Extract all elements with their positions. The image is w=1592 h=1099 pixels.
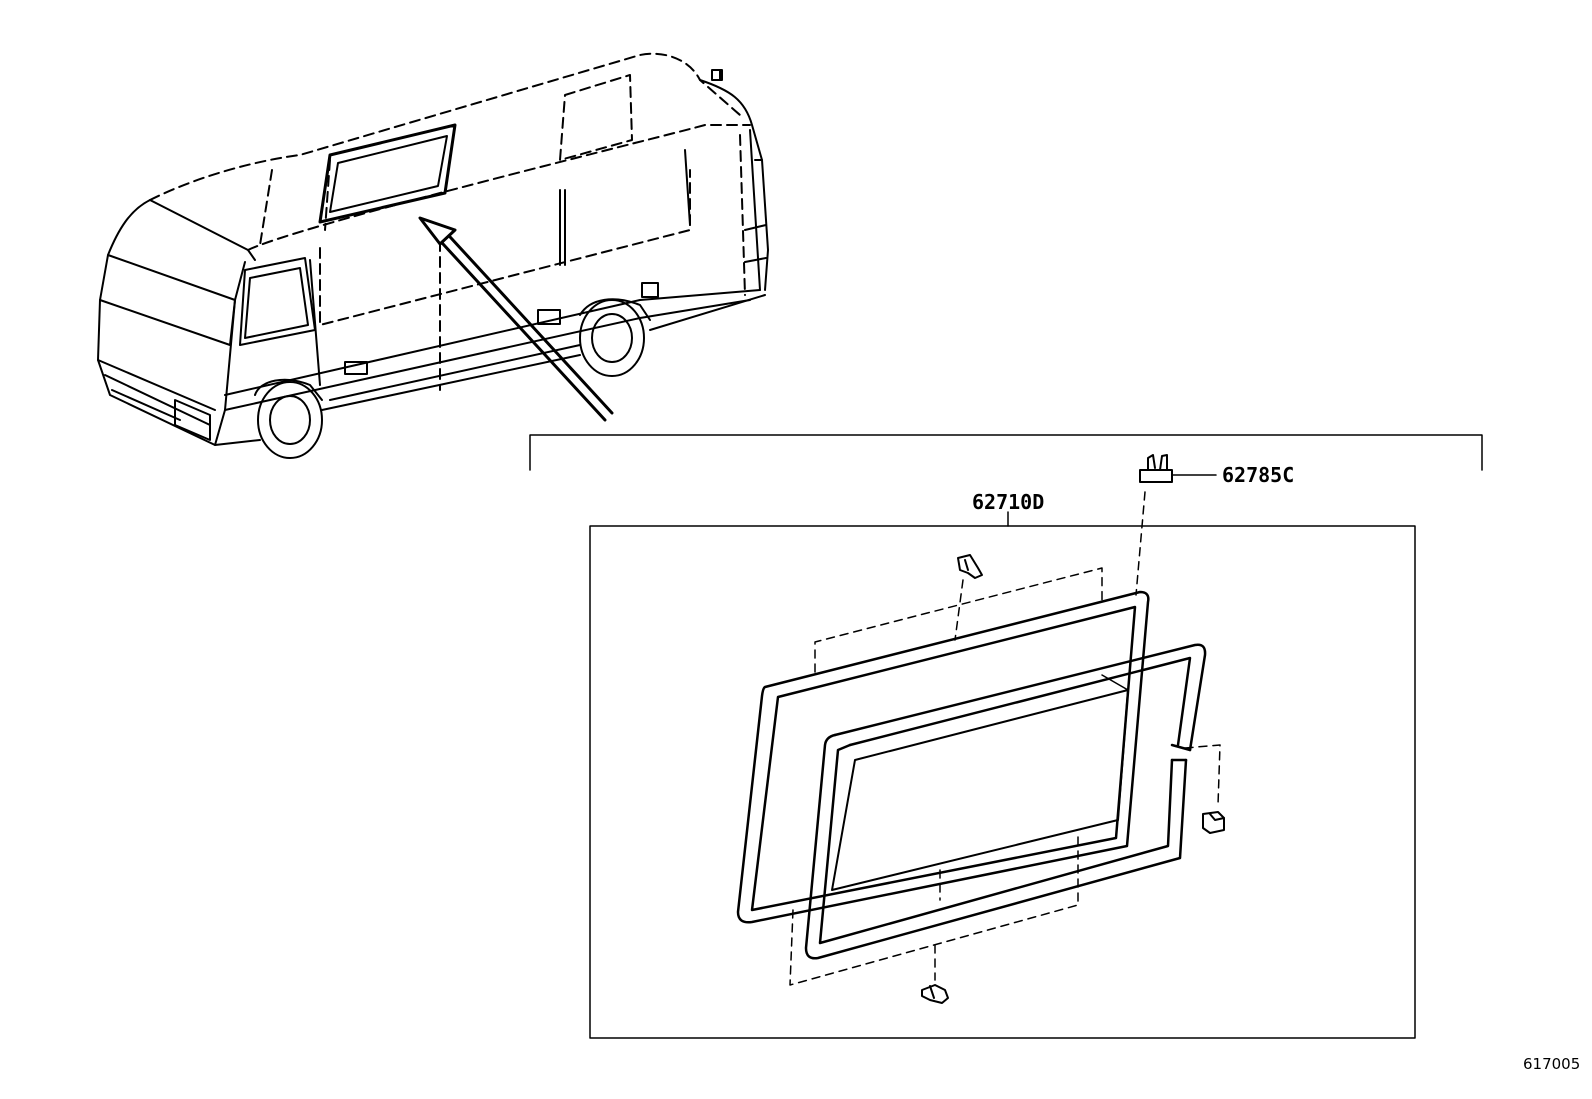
pointer-arrow (418, 216, 614, 422)
vehicle-illustration (97, 52, 769, 459)
part-label-62710D[interactable]: 62710D (972, 490, 1045, 514)
weatherstrip-frame (736, 590, 1150, 924)
upper-clip-icon (957, 554, 983, 579)
lower-clip-icon (921, 984, 949, 1004)
figure-code: 617005 (1523, 1055, 1581, 1073)
spacer-block-icon (1202, 811, 1225, 834)
part-label-62785C[interactable]: 62785C (1222, 463, 1295, 487)
glass-frame (804, 643, 1207, 960)
assembly-box (589, 525, 1416, 1039)
group-bracket (529, 434, 1483, 471)
clip-62785C-icon (1139, 454, 1173, 483)
